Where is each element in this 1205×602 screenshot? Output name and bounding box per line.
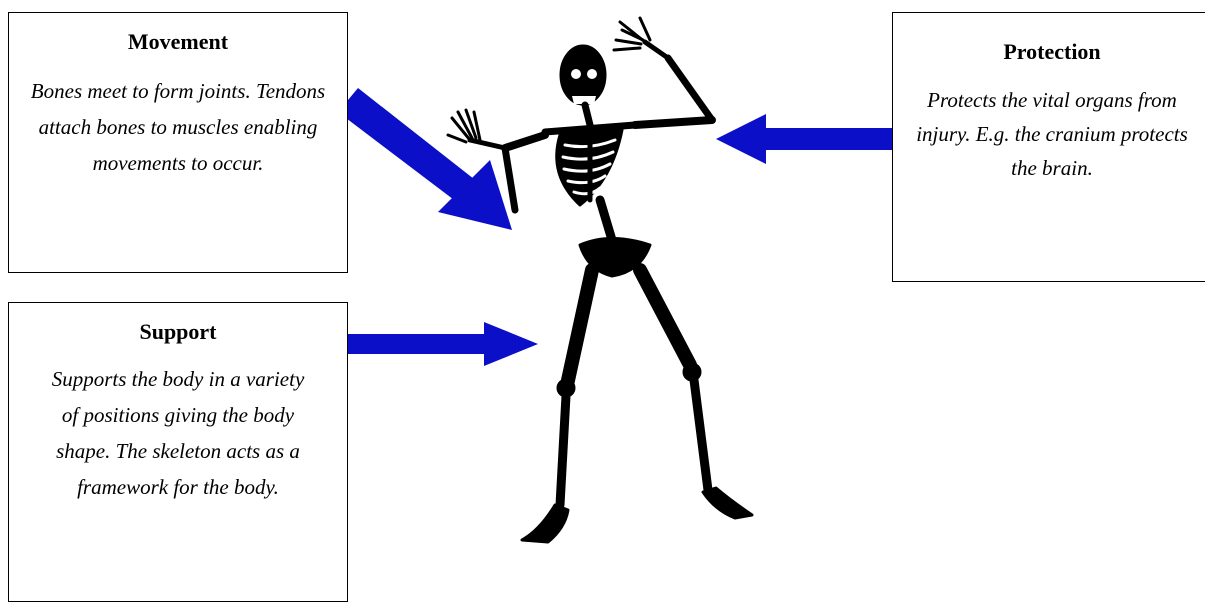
- movement-box: Movement Bones meet to form joints. Tend…: [8, 12, 348, 273]
- protection-title: Protection: [893, 39, 1205, 65]
- protection-box: Protection Protects the vital organs fro…: [892, 12, 1205, 282]
- support-text: Supports the body in a variety of positi…: [9, 361, 347, 505]
- protection-text: Protects the vital organs from injury. E…: [893, 83, 1205, 185]
- arrow-support: [346, 322, 538, 366]
- support-box: Support Supports the body in a variety o…: [8, 302, 348, 602]
- movement-title: Movement: [9, 29, 347, 55]
- arrow-protection: [716, 114, 894, 164]
- support-title: Support: [9, 319, 347, 345]
- movement-text: Bones meet to form joints. Tendons attac…: [9, 73, 347, 181]
- skeleton-icon: [448, 18, 752, 542]
- arrow-movement: [338, 88, 512, 230]
